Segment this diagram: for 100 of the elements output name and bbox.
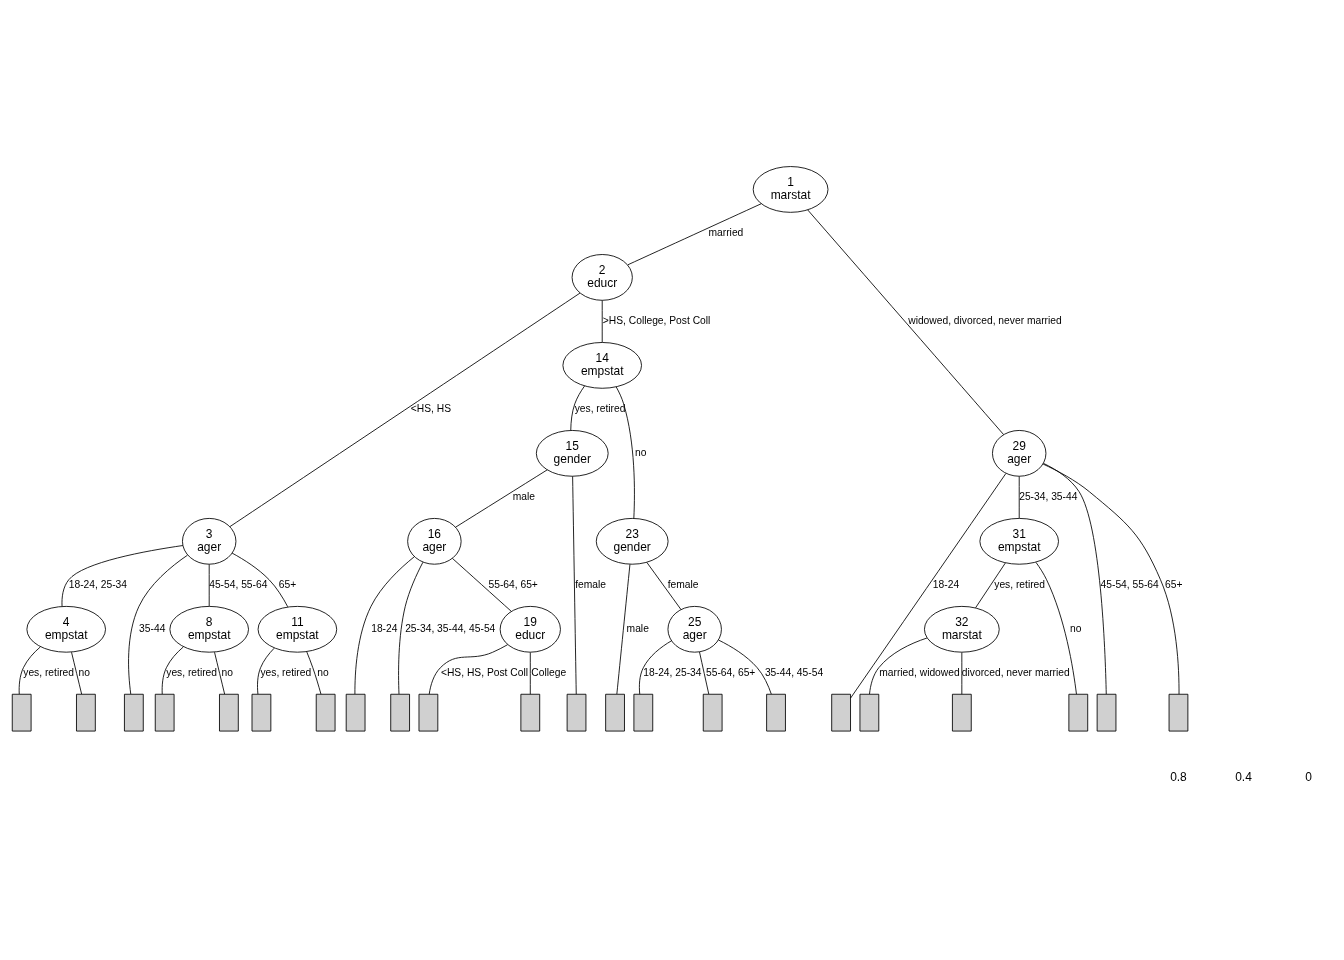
node-ellipse: 4 empstat [26,605,106,653]
connector [615,386,635,519]
node-bar [1168,693,1189,732]
connector [529,652,531,695]
edge-label: 25-34, 35-44, 45-54 [405,622,496,634]
edge-label: 65+ [1165,578,1183,590]
edge-label: 18-24, 25-34 [68,578,127,590]
connector [627,203,762,266]
node-bar [859,693,880,732]
node-bar [952,693,972,732]
connector [428,644,509,695]
label: 0.4 [1235,770,1252,785]
edge-label: 25-34, 35-44 [1019,490,1078,502]
edge-label: 55-64, 65+ [705,666,756,678]
edge-label: married [708,227,744,239]
node-bar [418,693,439,732]
edge-label: male [626,622,649,634]
node-bar [76,693,96,732]
connector [398,561,424,695]
edge-label: 65+ [278,578,297,590]
node-bar [154,693,175,732]
connector [208,563,210,607]
edge-label: 18-24 [371,622,398,634]
edge-label: 18-24, 25-34 [643,666,702,678]
connector [807,209,1005,436]
connector [161,646,184,695]
connector [128,554,188,695]
node-bar [345,693,366,732]
node-ellipse: 29 ager [992,430,1047,477]
node-bar [251,693,272,732]
edge-label: male [512,490,535,502]
connector [257,647,275,695]
node-ellipse: 8 empstat [169,605,249,653]
edge-label: no [1070,622,1082,634]
edge-label: 35-44 [139,622,166,634]
connector [1042,463,1180,695]
label: 0.8 [1170,770,1187,785]
edge-label: <HS, HS, Post Coll [440,666,528,678]
node-ellipse: 3 ager [182,518,237,565]
node-bar [831,693,851,732]
node-ellipse: 14 empstat [562,342,642,389]
connector [638,640,672,695]
connector [214,651,226,695]
edge-label: no [317,666,329,678]
connector [71,651,83,695]
node-bar [605,693,625,732]
label: 0 [1305,770,1312,785]
connector [616,563,631,695]
node-bar [11,693,32,732]
node-ellipse: 23 gender [595,518,669,565]
node-bar [390,693,410,732]
connector [718,639,772,695]
connector [61,545,184,607]
edge-label: yes, retired [23,666,75,678]
edge-label: female [667,578,699,590]
connector [354,556,415,695]
connector [961,652,963,695]
edge-label: yes, retired [994,578,1046,590]
connector [452,557,512,612]
node-bar [566,693,587,732]
node-ellipse: 31 empstat [979,518,1059,565]
node-bar [520,693,541,732]
node-bar [315,693,336,732]
edge-label: widowed, divorced, never married [908,315,1062,327]
node-ellipse: 1 marstat [752,166,829,213]
node-ellipse: 32 marstat [924,605,1000,653]
connector [850,473,1007,699]
node-ellipse: 25 ager [667,605,722,653]
connector [231,552,289,608]
edge-label: no [635,447,647,458]
edge-label: yes, retired [166,666,218,678]
node-bar [124,693,144,732]
edge-label: >HS, College, Post Coll [602,315,711,327]
node-bar [1096,693,1117,732]
edge-label: female [575,578,607,590]
edge-label: 35-44, 45-54 [764,666,824,678]
node-bar [633,693,654,732]
edge-label: no [78,666,90,678]
edge-label: 55-64, 65+ [488,578,538,590]
connector [1043,462,1107,695]
node-bar [702,693,723,732]
edge-label: 45-54, 55-64 [1100,578,1159,590]
node-bar [1068,693,1089,732]
node-ellipse: 11 empstat [257,605,338,653]
connector [570,385,585,431]
connector [306,651,322,695]
connector [1035,561,1077,695]
edge-label: yes, retired [260,666,312,678]
connector [572,475,577,695]
connector [869,637,928,695]
node-bar [766,693,786,732]
edge-label: yes, retired [574,403,626,415]
connector [229,292,581,527]
connector [455,469,548,528]
node-bar [219,693,239,732]
edge-label: 18-24 [932,578,960,590]
node-ellipse: 16 ager [407,518,462,565]
edge-label: married, widowed [879,666,960,678]
connector [18,646,41,695]
node-ellipse: 2 educr [571,254,633,301]
